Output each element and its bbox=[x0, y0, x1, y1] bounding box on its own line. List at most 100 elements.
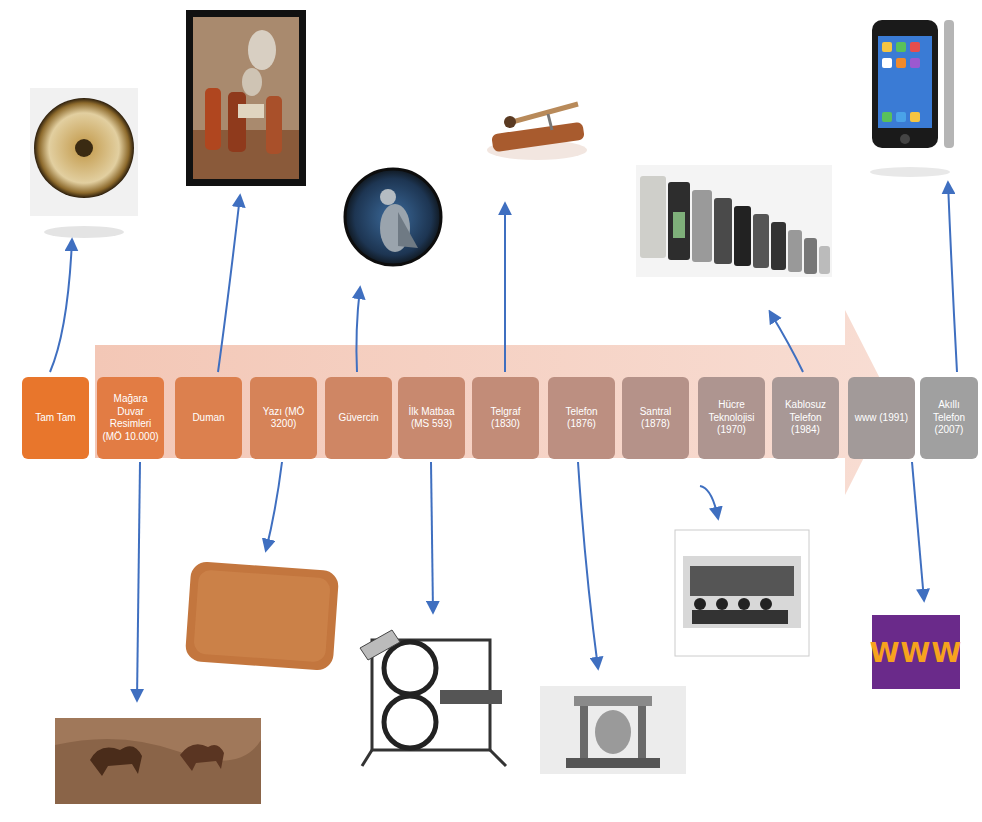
press-paper bbox=[360, 630, 400, 660]
leader-arrow bbox=[356, 288, 360, 372]
box-label: Telefon (1876) bbox=[551, 406, 612, 431]
clay-tablet bbox=[185, 561, 340, 671]
press-wheel bbox=[384, 642, 436, 694]
box-label: Santral (1878) bbox=[625, 406, 686, 431]
app-icon bbox=[882, 112, 892, 122]
painted-figure bbox=[228, 92, 246, 152]
telegraph-base bbox=[491, 122, 585, 153]
app-icon bbox=[910, 42, 920, 52]
telephone-drum bbox=[595, 710, 631, 754]
picture-text: WWW bbox=[872, 615, 960, 689]
mobile-phone bbox=[819, 246, 830, 274]
mobile-phone bbox=[771, 222, 786, 270]
switchboard-frame bbox=[675, 530, 809, 656]
box-label: Hücre Teknolojisi (1970) bbox=[701, 399, 762, 437]
telegraph-knob bbox=[504, 116, 516, 128]
smartphone-reflection bbox=[870, 167, 950, 177]
app-icon bbox=[882, 42, 892, 52]
operator bbox=[716, 598, 728, 610]
box-label: Tam Tam bbox=[35, 412, 75, 425]
leader-arrow bbox=[700, 486, 718, 518]
smoke-painting-frame bbox=[186, 10, 306, 186]
leader-arrow bbox=[266, 462, 282, 550]
smartphone bbox=[872, 20, 938, 148]
telephone-frame bbox=[574, 696, 652, 706]
www-logo-text: WWW bbox=[870, 637, 962, 668]
mobile-phone bbox=[714, 198, 732, 264]
smoke-puff bbox=[248, 30, 276, 70]
timeline-box: Tam Tam bbox=[22, 377, 89, 459]
timeline-box: Duman bbox=[175, 377, 242, 459]
app-icon bbox=[910, 112, 920, 122]
telephone-post bbox=[580, 706, 588, 760]
app-icon bbox=[882, 58, 892, 68]
pigeon-wing bbox=[398, 212, 418, 248]
timeline-box: Yazı (MÖ 3200) bbox=[250, 377, 317, 459]
leader-arrow bbox=[218, 196, 240, 372]
app-icon bbox=[896, 112, 906, 122]
mobile-phone bbox=[640, 176, 666, 258]
smartphone-side bbox=[944, 20, 954, 148]
smoke-painting bbox=[193, 17, 299, 179]
timeline-box: Akıllı Telefon (2007) bbox=[920, 377, 978, 459]
app-icon bbox=[896, 42, 906, 52]
painted-figure bbox=[205, 88, 221, 150]
leader-arrow bbox=[504, 204, 506, 372]
leader-arrow bbox=[578, 462, 598, 668]
timeline-box: Telefon (1876) bbox=[548, 377, 615, 459]
gong-reflection bbox=[44, 226, 124, 238]
pigeon-head bbox=[380, 189, 396, 205]
cave-animal bbox=[180, 744, 224, 771]
press-bed bbox=[440, 690, 502, 704]
mobile-phone bbox=[734, 206, 751, 266]
telegraph-lever bbox=[505, 104, 578, 124]
gong-boss bbox=[75, 139, 93, 157]
timeline-box: www (1991) bbox=[848, 377, 915, 459]
mobile-phone bbox=[804, 238, 817, 274]
app-icon bbox=[896, 58, 906, 68]
press-leg bbox=[362, 750, 372, 766]
leader-arrow bbox=[912, 462, 924, 600]
operator bbox=[738, 598, 750, 610]
timeline-box: İlk Matbaa (MS 593) bbox=[398, 377, 465, 459]
box-label: Akıllı Telefon (2007) bbox=[923, 399, 975, 437]
leader-arrow bbox=[431, 462, 433, 612]
box-label: Duman bbox=[192, 412, 224, 425]
smoke-puff bbox=[242, 68, 262, 96]
gong-frame bbox=[30, 88, 138, 216]
leader-arrow bbox=[948, 183, 957, 372]
press-leg bbox=[490, 750, 506, 766]
timeline-box: Kablosuz Telefon (1984) bbox=[772, 377, 839, 459]
cave-rock bbox=[55, 739, 261, 804]
cave-painting bbox=[55, 718, 261, 804]
app-icon bbox=[910, 58, 920, 68]
telephone-post bbox=[638, 706, 646, 760]
mobile-phone bbox=[753, 214, 769, 268]
timeline-band bbox=[95, 310, 892, 495]
box-label: Yazı (MÖ 3200) bbox=[253, 406, 314, 431]
gong-picture bbox=[34, 98, 134, 198]
mobile-phone bbox=[668, 182, 690, 260]
cave-animal bbox=[90, 746, 142, 776]
operators-row bbox=[692, 610, 788, 624]
switchboard-photo bbox=[683, 556, 801, 628]
leader-arrow bbox=[50, 240, 72, 372]
timeline-box: Mağara Duvar Resimleri (MÖ 10.000) bbox=[97, 377, 164, 459]
operator bbox=[694, 598, 706, 610]
phones-backdrop bbox=[636, 165, 832, 277]
leader-arrow bbox=[770, 312, 803, 372]
box-label: Mağara Duvar Resimleri (MÖ 10.000) bbox=[100, 393, 161, 443]
box-label: Kablosuz Telefon (1984) bbox=[775, 399, 836, 437]
timeline-box: Hücre Teknolojisi (1970) bbox=[698, 377, 765, 459]
painted-figure bbox=[266, 96, 282, 154]
box-label: Güvercin bbox=[338, 412, 378, 425]
telephone-photo bbox=[540, 686, 686, 774]
home-button bbox=[900, 134, 910, 144]
timeline-box: Telgraf (1830) bbox=[472, 377, 539, 459]
pigeon-picture bbox=[345, 169, 441, 265]
telephone-base bbox=[566, 758, 660, 768]
smartphone-screen bbox=[878, 36, 932, 128]
mobile-phone bbox=[788, 230, 802, 272]
mobile-phone-keys bbox=[673, 212, 685, 238]
press-wheel bbox=[384, 696, 436, 748]
